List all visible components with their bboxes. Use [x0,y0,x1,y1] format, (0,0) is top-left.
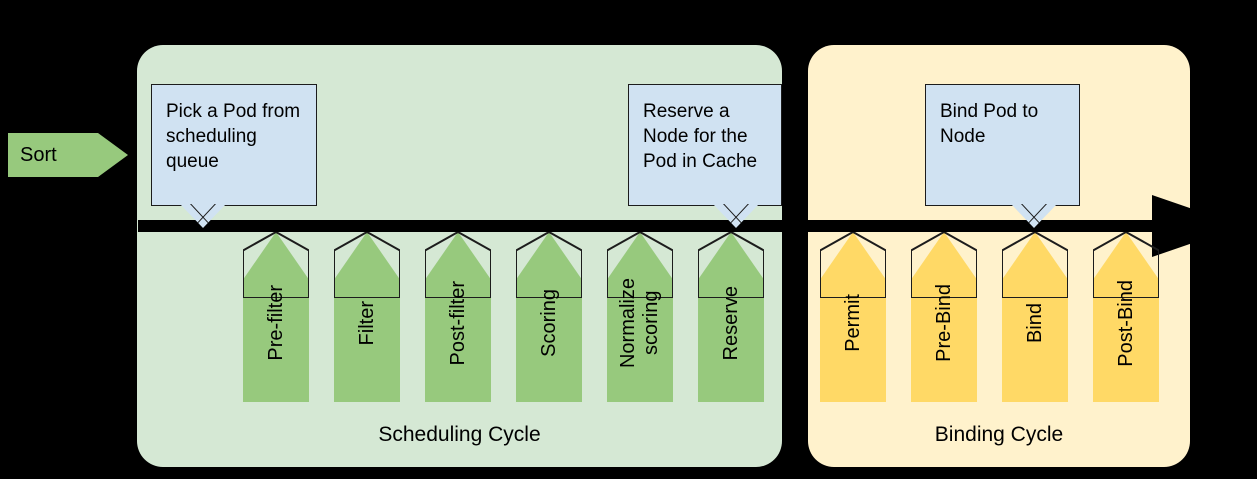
plugin-label: Permit [841,294,864,352]
plugin-reserve: Reserve [698,232,764,402]
plugin-label: Post-Bind [1114,279,1137,367]
callout-text: Reserve a Node for the Pod in Cache [643,101,758,172]
plugin-pre-filter: Pre-filter [243,232,309,402]
callout-text: Bind Pod to Node [940,101,1039,147]
plugin-label: Filter [355,300,378,346]
callout-pick-pod: Pick a Pod from scheduling queue [151,84,317,228]
callout-reserve-node: Reserve a Node for the Pod in Cache [628,84,782,228]
plugin-label: Bind [1023,302,1046,344]
plugin-permit: Permit [820,232,886,402]
plugin-normalize-scoring: Normalize scoring [607,232,673,402]
timeline-arrow-icon [1152,195,1242,257]
plugin-post-filter: Post-filter [425,232,491,402]
timeline-bar [138,220,1165,232]
binding-cycle-caption: Binding Cycle [934,423,1064,446]
plugin-label: Pre-Bind [932,284,955,362]
plugin-filter: Filter [334,232,400,402]
plugin-label: Pre-filter [264,285,287,361]
sort-label: Sort [20,144,57,166]
plugin-bind: Bind [1002,232,1068,402]
plugin-pre-bind: Pre-Bind [911,232,977,402]
callout-bind-pod: Bind Pod to Node [925,84,1080,228]
sort-entry-arrow: Sort [8,133,128,177]
plugin-label: Normalize scoring [617,277,662,369]
plugin-label: Scoring [537,289,560,357]
plugin-label: Post-filter [446,280,469,366]
plugin-post-bind: Post-Bind [1093,232,1159,402]
scheduling-cycle-caption: Scheduling Cycle [378,423,541,446]
plugin-scoring: Scoring [516,232,582,402]
plugin-label: Reserve [719,285,742,361]
callout-text: Pick a Pod from scheduling queue [166,101,301,172]
